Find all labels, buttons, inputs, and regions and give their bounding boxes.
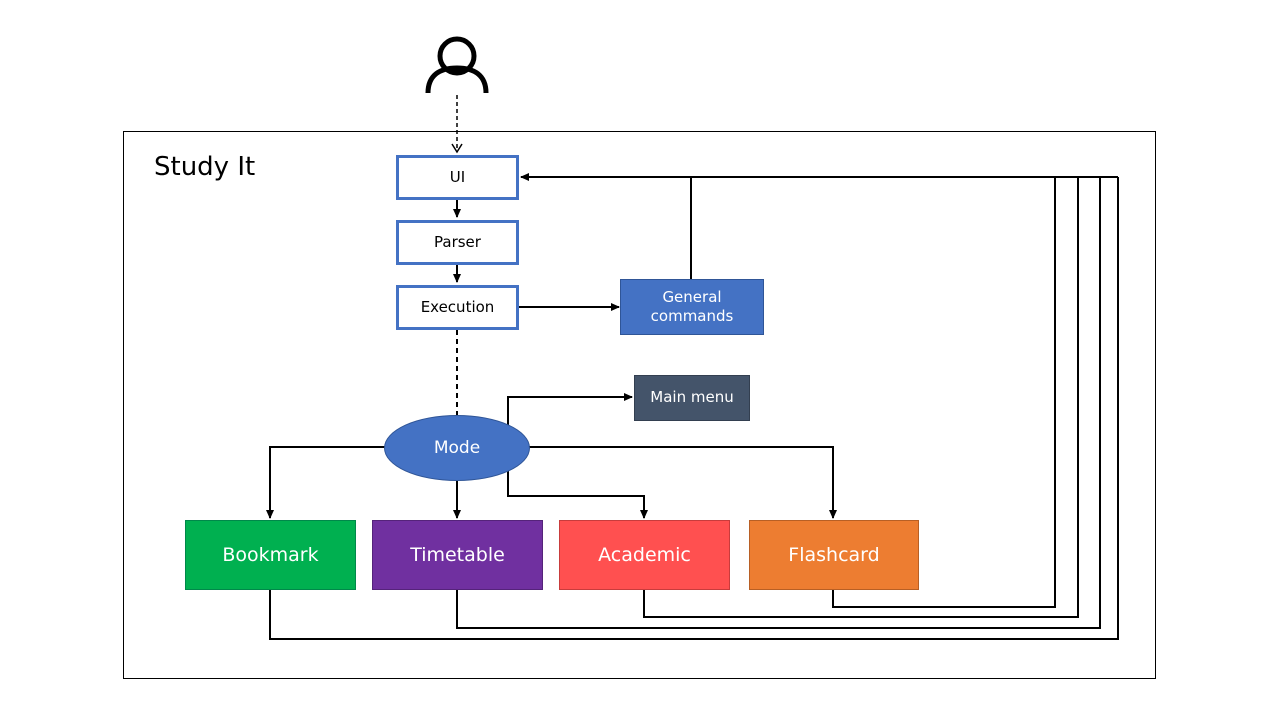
mode-to-academic-connector (507, 470, 648, 519)
flashcard-return-connector (832, 177, 1056, 608)
user-icon (425, 36, 489, 94)
execution-node: Execution (396, 285, 519, 330)
mode-to-flashcard-connector (529, 446, 837, 519)
flashcard-node: Flashcard (749, 520, 919, 590)
bookmark-node: Bookmark (185, 520, 356, 590)
bookmark-return-connector (269, 177, 1119, 640)
parser-node: Parser (396, 220, 519, 265)
general-commands-node: General commands (620, 279, 764, 335)
academic-node: Academic (559, 520, 730, 590)
diagram-title: Study It (154, 152, 256, 182)
mode-to-bookmark-connector (266, 446, 385, 519)
ui-node: UI (396, 155, 519, 200)
mode-node: Mode (384, 415, 530, 481)
timetable-return-connector (456, 177, 1101, 629)
mode-to-mainmenu-connector (507, 393, 633, 425)
study-it-frame (123, 131, 1156, 679)
main-menu-node: Main menu (634, 375, 750, 421)
academic-return-connector (643, 177, 1079, 618)
timetable-node: Timetable (372, 520, 543, 590)
